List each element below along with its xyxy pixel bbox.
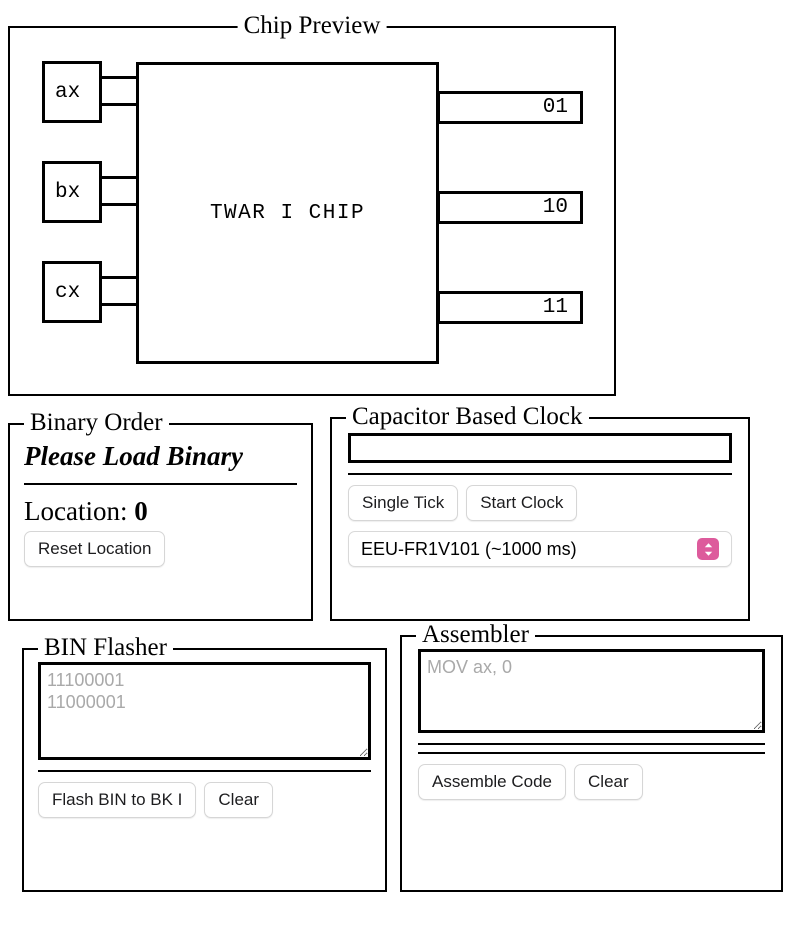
capacitor-select[interactable]: EEU-FR1V101 (~1000 ms): [348, 531, 732, 567]
binary-order-legend: Binary Order: [24, 409, 169, 437]
chip-body-label: TWAR I CHIP: [209, 201, 366, 225]
chevron-up-down-icon[interactable]: [697, 538, 719, 560]
output-pin-value-01: 01: [542, 96, 568, 119]
location-value: 0: [134, 496, 148, 526]
location-label: Location:: [24, 496, 135, 526]
clear-bin-button[interactable]: Clear: [204, 782, 274, 818]
bin-flasher-panel: BIN Flasher Flash BIN to BK I Clear: [22, 634, 387, 892]
divider-secondary: [418, 752, 765, 754]
location-readout: Location: 0: [24, 495, 297, 527]
reset-location-button[interactable]: Reset Location: [24, 531, 166, 567]
register-box-cx: cx: [42, 261, 102, 323]
binary-order-status: Please Load Binary: [24, 441, 243, 471]
clear-assembly-button[interactable]: Clear: [574, 764, 643, 800]
divider: [38, 770, 371, 772]
chip-preview-panel: Chip Preview ax bx cx TWAR I CHIP 01 10 …: [8, 12, 616, 396]
register-label-cx: cx: [55, 280, 81, 304]
chip-body: TWAR I CHIP: [136, 62, 439, 364]
output-pin-01: 01: [437, 91, 583, 124]
output-pin-11: 11: [437, 291, 583, 324]
assembler-legend: Assembler: [416, 621, 535, 649]
assemble-code-button[interactable]: Assemble Code: [418, 764, 567, 800]
capacitor-clock-legend: Capacitor Based Clock: [346, 403, 589, 431]
assembly-input-textarea[interactable]: [418, 649, 765, 733]
chip-preview-legend: Chip Preview: [237, 12, 387, 40]
output-pin-value-11: 11: [542, 296, 568, 319]
register-label-ax: ax: [55, 80, 81, 104]
single-tick-button[interactable]: Single Tick: [348, 485, 459, 521]
bin-flasher-legend: BIN Flasher: [38, 634, 173, 662]
binary-order-panel: Binary Order Please Load Binary Location…: [8, 409, 313, 621]
chip-connector-ax: [101, 76, 139, 106]
register-box-bx: bx: [42, 161, 102, 223]
chip-connector-bx: [101, 176, 139, 206]
chip-diagram: ax bx cx TWAR I CHIP 01 10 11: [10, 28, 614, 394]
assembler-panel: Assembler Assemble Code Clear: [400, 621, 783, 892]
flash-bin-button[interactable]: Flash BIN to BK I: [38, 782, 197, 818]
register-label-bx: bx: [55, 180, 81, 204]
output-pin-value-10: 10: [542, 196, 568, 219]
bin-input-textarea[interactable]: [38, 662, 371, 760]
register-box-ax: ax: [42, 61, 102, 123]
capacitor-clock-panel: Capacitor Based Clock Single Tick Start …: [330, 403, 750, 621]
capacitor-select-value: EEU-FR1V101 (~1000 ms): [361, 538, 577, 559]
divider: [24, 483, 297, 485]
chip-connector-cx: [101, 276, 139, 306]
divider: [348, 473, 732, 475]
divider: [418, 743, 765, 745]
clock-input[interactable]: [348, 433, 732, 463]
start-clock-button[interactable]: Start Clock: [466, 485, 578, 521]
output-pin-10: 10: [437, 191, 583, 224]
